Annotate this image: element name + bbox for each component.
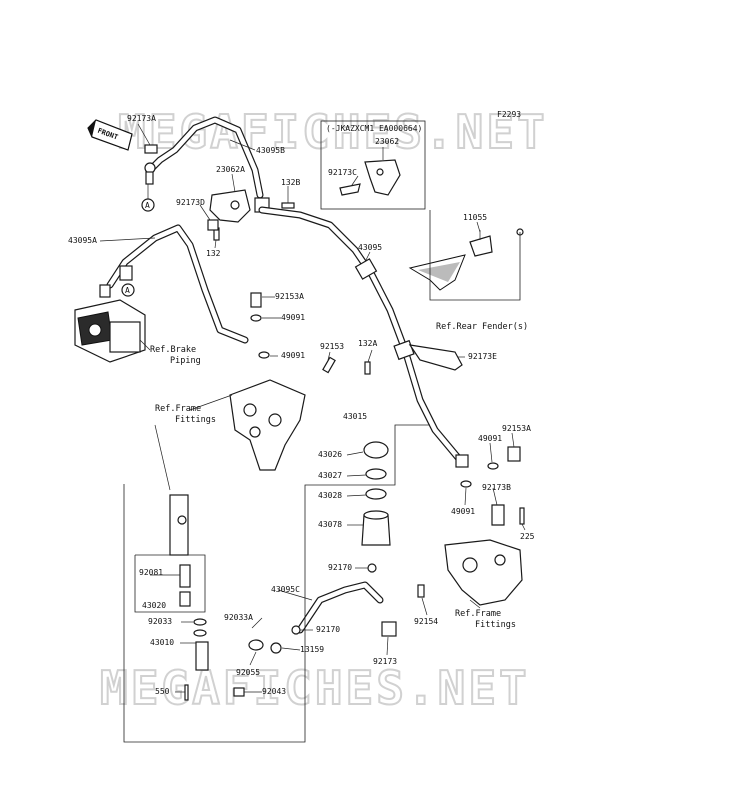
bracket-23062a [209, 189, 251, 223]
label-43020: 43020 [142, 601, 166, 610]
label-23062a: 23062A [216, 165, 245, 174]
label-49091-b: 49091 [281, 351, 305, 360]
label-132a: 132A [358, 339, 377, 348]
diagram-code: F2293 [497, 110, 521, 119]
callout-a-lower [121, 283, 135, 297]
ref-rear-fender: Ref.Rear Fender(s) [436, 322, 528, 332]
svg-text:A: A [145, 201, 150, 210]
variant-part-92173c: 92173C [328, 168, 357, 177]
label-43027: 43027 [318, 471, 342, 480]
brake-pedal-unit [444, 539, 523, 606]
ref-frame-fittings-lower-1: Ref.Frame [455, 609, 501, 619]
ref-frame-fittings-lower-2: Fittings [475, 620, 516, 630]
label-92170-lower: 92170 [316, 625, 340, 634]
watermark-bottom: MEGAFICHES.NET [100, 661, 530, 715]
label-43028: 43028 [318, 491, 342, 500]
label-132: 132 [206, 249, 221, 258]
label-92043: 92043 [262, 687, 286, 696]
ref-brake-piping-1: Ref.Brake [150, 345, 196, 355]
label-43010: 43010 [150, 638, 174, 647]
label-43078: 43078 [318, 520, 342, 529]
label-49091-a: 49091 [281, 313, 305, 322]
ref-frame-fittings-upper-2: Fittings [175, 415, 216, 425]
label-43015: 43015 [343, 412, 367, 421]
label-550: 550 [155, 687, 170, 696]
label-92173e: 92173E [468, 352, 497, 361]
label-92055: 92055 [236, 668, 260, 677]
label-92170-upper: 92170 [328, 563, 352, 572]
watermark-top: MEGAFICHES.NET [118, 105, 548, 159]
front-arrow-icon: FRONT [87, 119, 133, 151]
label-43095a: 43095A [68, 236, 97, 245]
ref-brake-piping-2: Piping [170, 356, 201, 366]
svg-text:A: A [125, 286, 130, 295]
label-43095b: 43095B [256, 146, 285, 155]
variant-title: (-JKAZXCM1 EA000664) [326, 124, 422, 133]
master-cylinder-bracket [229, 379, 306, 471]
label-49091-d: 49091 [451, 507, 475, 516]
label-92033a: 92033A [224, 613, 253, 622]
label-43095c: 43095C [271, 585, 300, 594]
label-92033: 92033 [148, 617, 172, 626]
label-13159: 13159 [300, 645, 324, 654]
label-92153a-lower: 92153A [502, 424, 531, 433]
label-92154: 92154 [414, 617, 438, 626]
label-92173: 92173 [373, 657, 397, 666]
ref-frame-fittings-upper-1: Ref.Frame [155, 404, 201, 414]
label-92173b: 92173B [482, 483, 511, 492]
label-132b: 132B [281, 178, 300, 187]
label-49091-c: 49091 [478, 434, 502, 443]
label-92081: 92081 [139, 568, 163, 577]
label-43026: 43026 [318, 450, 342, 459]
label-92153: 92153 [320, 342, 344, 351]
abs-unit [74, 299, 146, 363]
label-43095: 43095 [358, 243, 382, 252]
label-92153a-upper: 92153A [275, 292, 304, 301]
label-11055: 11055 [463, 213, 487, 222]
label-92173a: 92173A [127, 114, 156, 123]
variant-part-23062: 23062 [375, 137, 399, 146]
label-92173d: 92173D [176, 198, 205, 207]
label-225: 225 [520, 532, 535, 541]
variant-box: (-JKAZXCM1 EA000664) 23062 92173C [320, 120, 426, 210]
